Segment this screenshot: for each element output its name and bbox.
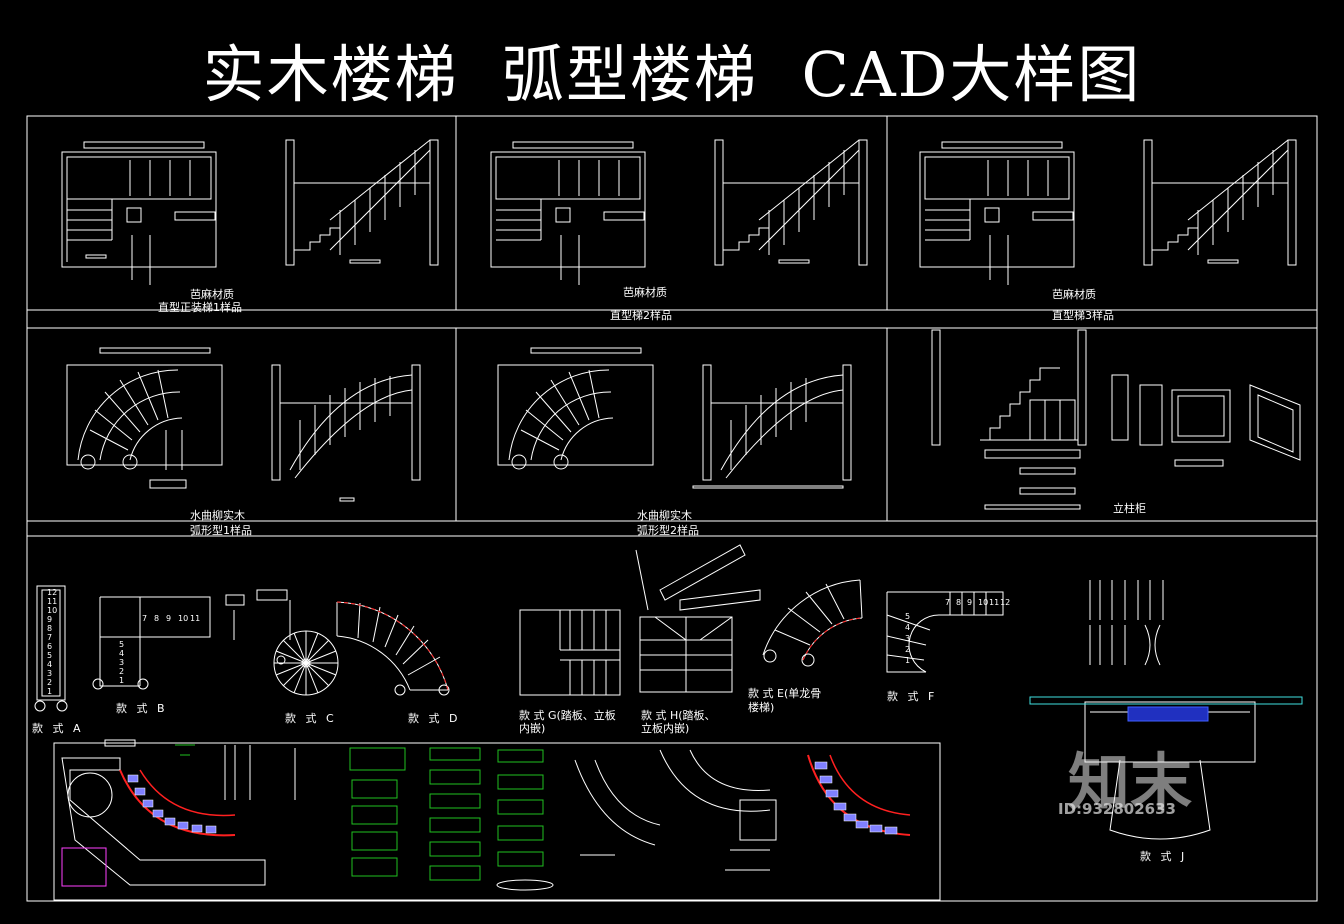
watermark-logo: 知末 [1068,746,1193,819]
panel-5-material: 水曲柳实木 [637,509,692,522]
panel-1-name: 直型正装梯1样品 [158,301,242,314]
panel-4 [26,327,457,522]
style-d-arc [336,601,450,696]
curved-stair-1 [66,347,421,502]
step-number: 3 [47,669,53,678]
style-e-arc [762,579,863,667]
style-g-label: 款 式 G(踏板、立板 [519,709,616,722]
balusters [1089,580,1164,666]
curved-stair-2 [497,347,852,489]
page-title: 实木楼梯 弧型楼梯 CAD大样图 [202,38,1142,111]
style-g-label-2: 内嵌) [519,722,546,735]
panel-6 [886,327,1318,522]
straight-stair-1 [61,139,439,285]
step-number: 9 [166,614,172,623]
style-j-label: 款 式 J [1140,850,1188,863]
style-f-plan [886,591,1004,673]
step-number: 8 [47,624,53,633]
detail-panel [53,742,941,901]
panel-3-name: 直型梯3样品 [1052,309,1114,322]
step-number: 12 [1000,598,1011,607]
step-number: 2 [119,667,125,676]
panel-2-material: 芭麻材质 [623,286,667,299]
style-b-plan [92,596,211,690]
straight-stair-2 [490,139,868,285]
step-number: 10 [178,614,189,623]
panel-5-name: 弧形型2样品 [637,524,699,537]
style-f-label: 款 式 F [887,690,938,703]
step-number: 7 [142,614,148,623]
panel-4-name: 弧形型1样品 [190,524,252,537]
panel-4-material: 水曲柳实木 [190,509,245,522]
panel-3 [886,115,1318,311]
section-ground [61,757,266,886]
panel-1-material: 芭麻材质 [190,288,234,301]
style-h-plan [635,544,761,693]
style-j-rail [1029,696,1303,705]
step-number: 5 [119,640,125,649]
style-a-plan [34,585,68,712]
style-e-label: 款 式 E(单龙骨 [748,687,822,700]
step-number: 11 [989,598,1000,607]
curved-run-red-inner [139,769,236,817]
step-number: 2 [905,645,911,654]
style-c-spiral [225,589,339,696]
step-number: 9 [967,598,973,607]
step-number: 7 [47,633,53,642]
step-number: 6 [47,642,53,651]
step-number: 9 [47,615,53,624]
panel-6-name: 立柱柜 [1113,502,1146,515]
step-number: 11 [190,614,201,623]
style-d-label: 款 式 D [408,712,461,725]
step-number: 1 [905,656,911,665]
step-number: 2 [47,678,53,687]
step-number: 3 [905,634,911,643]
style-b-label: 款 式 B [116,702,168,715]
step-number: 3 [119,658,125,667]
step-number: 1 [119,676,125,685]
curved-run-red-outer [119,769,236,837]
panel-2-name: 直型梯2样品 [610,309,672,322]
panel-1 [26,115,457,311]
step-number: 12 [47,588,58,597]
step-number: 10 [978,598,989,607]
step-number: 4 [905,623,911,632]
step-number: 10 [47,606,58,615]
panel-3-material: 芭麻材质 [1052,288,1096,301]
panel-2 [455,115,888,311]
step-number: 4 [47,660,53,669]
step-number: 4 [119,649,125,658]
style-h-label: 款 式 H(踏板、 [641,709,716,722]
straight-stair-3 [919,139,1297,285]
step-number: 8 [154,614,160,623]
step-number: 8 [956,598,962,607]
panel-5 [455,327,888,522]
style-e-label-2: 楼梯) [748,701,775,714]
column-cabinet [931,329,1301,510]
step-number: 11 [47,597,58,606]
style-a-label: 款 式 A [32,722,84,735]
style-c-label: 款 式 C [285,712,337,725]
style-j-landing [1127,706,1209,722]
step-number: 1 [47,687,53,696]
watermark-id: ID:932802633 [1058,800,1176,818]
style-g-plan [519,609,621,696]
step-number: 7 [945,598,951,607]
step-number: 5 [905,612,911,621]
style-h-label-2: 立板内嵌) [641,722,690,735]
step-number: 5 [47,651,53,660]
